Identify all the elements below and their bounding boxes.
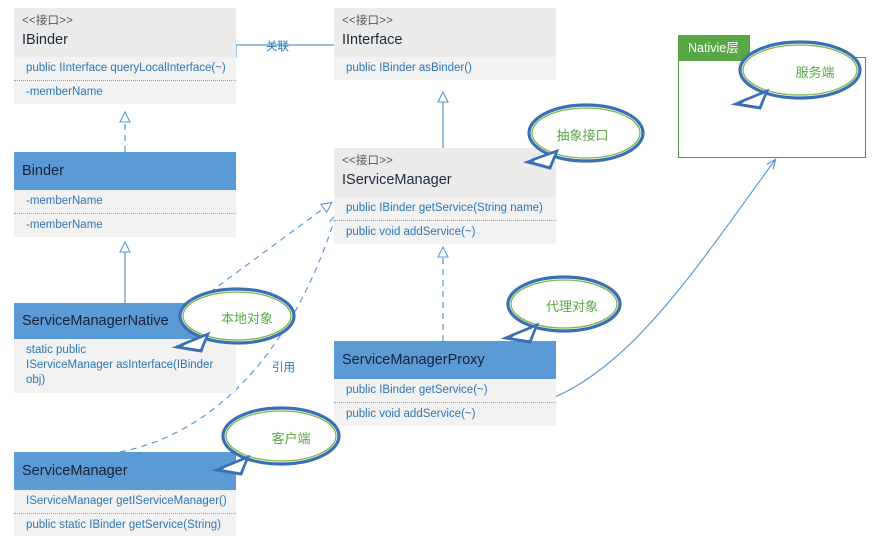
callout-bubble-shape [730,40,862,110]
stereotype-label: <<接口>> [22,15,74,27]
class-members-iinterface: public IBinder asBinder() [334,56,556,80]
class-members-ibinder: public IInterface queryLocalInterface(~)… [14,56,236,104]
class-member: IServiceManager getIServiceManager() [26,495,227,508]
class-members-iservicemanager: public IBinder getService(String name) p… [334,196,556,244]
class-box-iservicemanager[interactable]: <<接口>> IServiceManager public IBinder ge… [334,148,556,244]
class-header-iinterface: <<接口>> IInterface [334,8,556,57]
class-member: -memberName [14,79,236,104]
class-members-servicemanager: IServiceManager getIServiceManager() pub… [14,490,236,536]
class-name: ServiceManagerProxy [342,352,485,368]
class-member: public void addService(~) [334,219,556,244]
class-box-iinterface[interactable]: <<接口>> IInterface public IBinder asBinde… [334,8,556,80]
callout-proxy-object[interactable]: 代理对象 [492,272,632,352]
callout-label: 本地对象 [220,311,273,326]
class-name: IInterface [342,32,403,49]
class-name: IServiceManager [342,172,452,189]
class-member: public IInterface queryLocalInterface(~) [26,61,226,74]
class-box-servicemanager[interactable]: ServiceManager IServiceManager getIServi… [14,452,236,536]
class-members-binder: -memberName -memberName [14,190,236,238]
class-box-ibinder[interactable]: <<接口>> IBinder public IInterface queryLo… [14,8,236,104]
callout-bubble-shape [211,406,341,476]
callout-label: 服务端 [795,65,835,80]
class-box-servicemanagerproxy[interactable]: ServiceManagerProxy public IBinder getSe… [334,341,556,427]
class-name: ServiceManagerNative [22,313,169,329]
stereotype-label: <<接口>> [342,155,394,167]
class-header-ibinder: <<接口>> IBinder [14,8,236,57]
callout-bubble-shape [171,287,296,353]
class-member: static public IServiceManager asInterfac… [26,344,214,387]
class-member: -memberName [26,195,103,208]
class-header-servicemanagerproxy: ServiceManagerProxy [334,341,556,380]
callout-client[interactable]: 客户端 [205,404,353,484]
edge-label-association: 关联 [266,41,289,53]
class-member: public IBinder getService(String name) [346,201,543,214]
class-name: ServiceManager [22,463,128,479]
class-header-binder: Binder [14,152,236,191]
class-header-servicemanager: ServiceManager [14,452,236,491]
callout-bubble-shape [500,275,622,344]
class-name: IBinder [22,32,68,49]
callout-label: 抽象接口 [556,128,609,143]
class-name: Binder [22,163,64,179]
callout-server[interactable]: 服务端 [722,36,872,116]
class-box-binder[interactable]: Binder -memberName -memberName [14,152,236,238]
callout-label: 代理对象 [545,299,598,314]
callout-local-object[interactable]: 本地对象 [163,285,303,361]
stereotype-label: <<接口>> [342,15,394,27]
class-member: public static IBinder getService(String) [14,513,236,536]
class-header-iservicemanager: <<接口>> IServiceManager [334,148,556,197]
class-members-servicemanagerproxy: public IBinder getService(~) public void… [334,379,556,427]
callout-label: 客户端 [271,431,311,446]
native-layer-label: Nativie层 [678,35,750,61]
callout-bubble-shape [523,103,645,170]
callout-abstract-interface[interactable]: 抽象接口 [510,100,655,178]
class-member: -memberName [14,213,236,237]
edge-label-reference: 引用 [272,362,295,374]
class-member: public void addService(~) [334,402,556,426]
class-member: public IBinder getService(~) [346,384,488,397]
class-member: public IBinder asBinder() [346,61,472,74]
